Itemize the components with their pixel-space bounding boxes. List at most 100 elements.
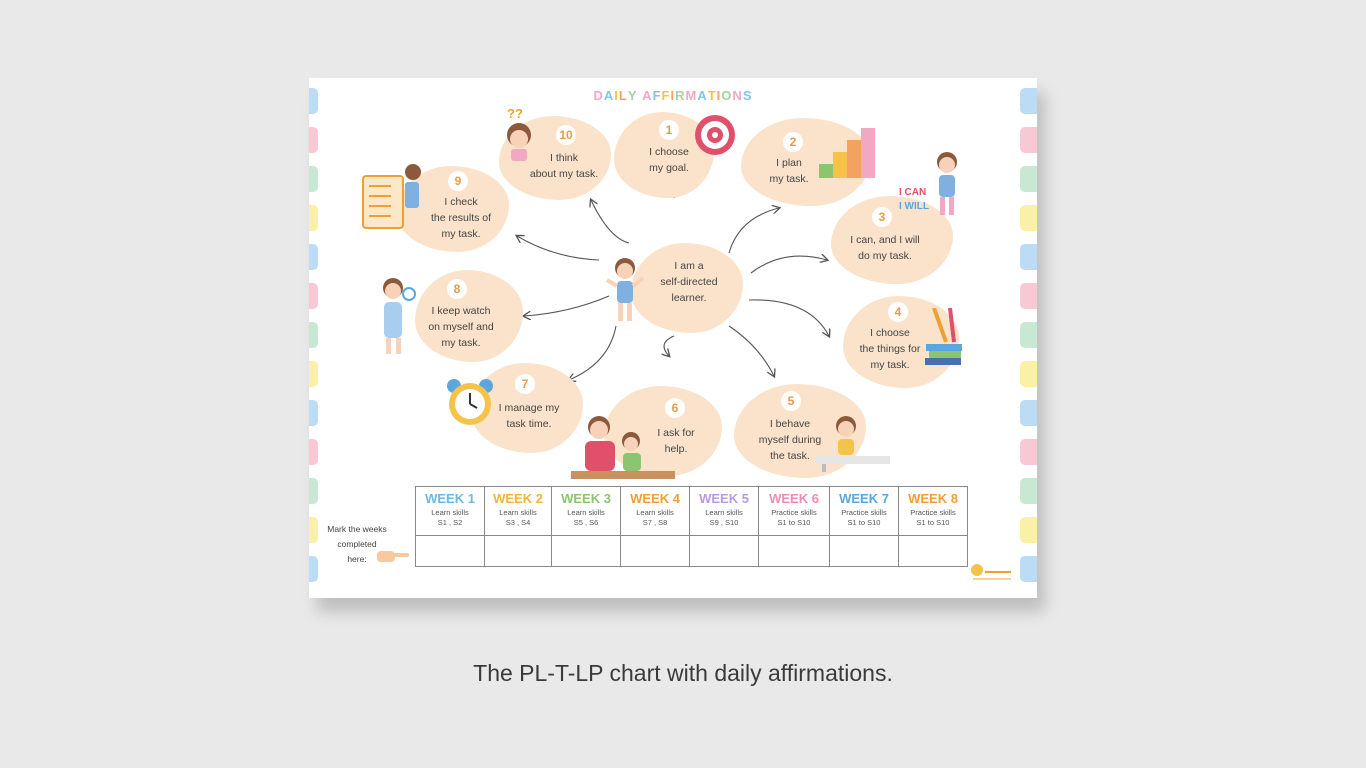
- affirmation-text-3: I can, and I will do my task.: [850, 234, 920, 262]
- arrow-to-10: [591, 200, 630, 244]
- title-letter: A: [642, 88, 653, 103]
- affirmation-text-5: I behave myself during the task.: [758, 418, 822, 462]
- affirmation-text-9: I check the results of my task.: [430, 196, 492, 240]
- title-letter: D: [593, 88, 604, 103]
- affirmation-number-4: 4: [888, 302, 908, 322]
- week-header-6: WEEK 6 Practice skills S1 to S10: [758, 486, 830, 536]
- color-tab: [309, 400, 318, 426]
- week-checkbox-cell-4[interactable]: [620, 535, 690, 567]
- color-tab: [1020, 400, 1037, 426]
- week-header-3: WEEK 3 Learn skills S5 , S6: [551, 486, 621, 536]
- affirmation-number-3: 3: [872, 207, 892, 227]
- affirmation-text-10: I think about my task.: [529, 152, 599, 180]
- title-letter: M: [685, 88, 698, 103]
- week-checkbox-cell-1[interactable]: [415, 535, 485, 567]
- arrow-to-9: [517, 236, 600, 261]
- arrow-to-8: [524, 295, 610, 316]
- affirmation-text-7: I manage my task time.: [498, 402, 560, 430]
- color-tab: [309, 88, 318, 114]
- mark-weeks-label: Mark the weeks completed here:: [327, 524, 387, 564]
- title-letter: O: [721, 88, 733, 103]
- color-tab: [1020, 244, 1037, 270]
- week-header-8: WEEK 8 Practice skills S1 to S10: [898, 486, 968, 536]
- title-letter: A: [603, 88, 615, 103]
- color-tab: [309, 556, 318, 582]
- week-description: Practice skills S1 to S10: [841, 508, 887, 527]
- color-tab: [309, 361, 318, 387]
- title-letter: L: [618, 88, 628, 103]
- color-tab: [1020, 478, 1037, 504]
- week-checkbox-cell-8[interactable]: [898, 535, 968, 567]
- color-tab: [309, 205, 318, 231]
- checklist-icon: [361, 162, 425, 237]
- week-label: WEEK 6: [769, 491, 819, 506]
- week-description: Practice skills S1 to S10: [771, 508, 817, 527]
- color-tab: [309, 517, 318, 543]
- color-tab: [309, 244, 318, 270]
- title-letter: A: [697, 88, 708, 103]
- week-checkbox-cell-3[interactable]: [551, 535, 621, 567]
- week-checkbox-cell-6[interactable]: [758, 535, 830, 567]
- week-label: WEEK 5: [699, 491, 749, 506]
- affirmation-number-6: 6: [665, 398, 685, 418]
- week-checkbox-cell-5[interactable]: [689, 535, 759, 567]
- week-description: Learn skills S5 , S6: [567, 508, 605, 527]
- arrow-to-5: [728, 325, 774, 376]
- girl-at-desk-icon: [814, 414, 890, 477]
- week-label: WEEK 4: [630, 491, 680, 506]
- target-icon: [693, 113, 737, 162]
- mother-child-icon: [571, 413, 675, 486]
- affirmation-text-2: I plan my task.: [769, 157, 809, 185]
- title-letter: T: [707, 88, 717, 103]
- affirmations-poster: DAILY AFFIRMATIONS I am a self-directed …: [309, 78, 1037, 598]
- affirmation-bubble-8: [415, 270, 523, 362]
- color-tab: [1020, 166, 1037, 192]
- affirmation-number-8: 8: [447, 279, 467, 299]
- week-label: WEEK 3: [561, 491, 611, 506]
- books-pencils-icon: [924, 307, 964, 377]
- i-will-text: I WILL: [899, 201, 929, 212]
- affirmation-bubble-3: [831, 196, 953, 284]
- i-can-i-will-sign: I CAN I WILL: [899, 186, 929, 214]
- affirmation-number-10: 10: [556, 125, 576, 145]
- color-tab: [1020, 283, 1037, 309]
- left-tab-strip: [309, 88, 318, 595]
- i-can-text: I CAN: [899, 187, 927, 198]
- color-tab: [309, 283, 318, 309]
- affirmation-number-1: 1: [659, 120, 679, 140]
- week-description: Practice skills S1 to S10: [910, 508, 956, 527]
- title-letter: R: [675, 88, 686, 103]
- poster-title: DAILY AFFIRMATIONS: [309, 88, 1037, 103]
- title-letter: I: [614, 88, 619, 103]
- affirmation-text-1: I choose my goal.: [649, 146, 689, 174]
- color-tab: [1020, 88, 1037, 114]
- arrow-to-2: [728, 208, 779, 254]
- affirmation-text-4: I choose the things for my task.: [859, 327, 921, 371]
- color-tab: [1020, 361, 1037, 387]
- color-tab: [309, 166, 318, 192]
- image-caption: The PL-T-LP chart with daily affirmation…: [473, 660, 893, 686]
- girl-standing-icon: [927, 150, 967, 225]
- arrow-to-4: [748, 299, 829, 336]
- week-checkbox-cell-2[interactable]: [484, 535, 552, 567]
- arrow-to-6: [664, 335, 675, 356]
- week-checkbox-cell-7[interactable]: [829, 535, 899, 567]
- arrow-to-7: [569, 325, 617, 380]
- right-tab-strip: [1020, 88, 1037, 595]
- color-tab: [1020, 127, 1037, 153]
- color-tab: [309, 478, 318, 504]
- week-label: WEEK 7: [839, 491, 889, 506]
- week-label: WEEK 8: [908, 491, 958, 506]
- alarm-clock-icon: [444, 376, 496, 433]
- week-description: Learn skills S3 , S4: [499, 508, 537, 527]
- affirmation-text-6: I ask for help.: [657, 427, 695, 455]
- color-tab: [309, 322, 318, 348]
- week-header-7: WEEK 7 Practice skills S1 to S10: [829, 486, 899, 536]
- girl-jumping-icon: [605, 256, 645, 331]
- color-tab: [1020, 439, 1037, 465]
- week-description: Learn skills S7 , S8: [636, 508, 674, 527]
